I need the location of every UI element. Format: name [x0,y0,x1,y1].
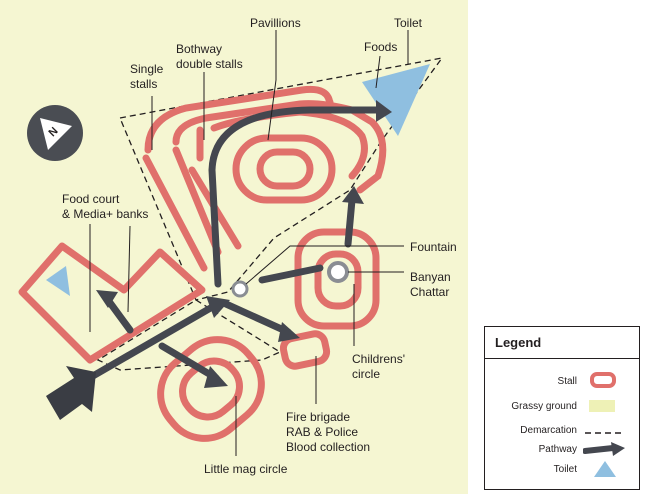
arrowhead-food-court [96,290,118,308]
arrowhead-main [206,296,230,318]
fire-brigade-stall [279,330,331,370]
pathway-to-food-court [104,296,134,334]
arrowhead-childrens [278,322,300,342]
pathway-to-childrens [222,300,292,336]
legend-label-toilet: Toilet [553,464,577,475]
label-food-court: Food court & Media+ banks [62,192,149,221]
leader-lines [89,30,409,456]
bothway-stalls-outer [172,100,387,194]
label-single-stalls: Single stalls [130,62,164,91]
grass-swatch [589,400,615,412]
pathway-arrowheads [96,100,392,388]
pathway-to-pavillions [208,106,382,288]
childrens-circle-inner [314,250,362,310]
label-banyan-chattar: Banyan Chattar [410,270,451,299]
entry-arrow-icon [46,366,96,420]
demarcation-boundary-lower [96,299,282,371]
pathway-to-banyan [258,264,324,284]
pathway-main [82,302,218,384]
banyan-chattar-icon [327,261,349,283]
compass [27,105,83,161]
childrens-circle-outer [294,228,380,330]
leader-pavillions [267,30,277,141]
label-pavillions: Pavillions [250,16,301,30]
pavillions-stall-inner [256,148,314,190]
fountain-icon [231,280,249,298]
compass-needle-icon [40,118,72,150]
arrowhead-foods [342,186,364,204]
food-court-toilet-icon [46,266,70,296]
arrowhead-pavillions [376,100,392,122]
toilet-icon [362,64,430,136]
legend-box: Legend Stall Grassy ground Demarcation P… [484,326,640,490]
label-bothway-double-stalls: Bothway double stalls [176,42,243,71]
legend-label-pathway: Pathway [538,444,577,455]
dashed-line [585,432,621,434]
pathways [82,106,382,384]
legend-label-stall: Stall [557,376,577,387]
legend-divider [485,358,639,359]
leader-foods [375,55,381,89]
label-fountain: Fountain [410,240,457,254]
legend-label-demarcation: Demarcation [520,425,577,436]
demarcation-boundary [119,57,444,301]
pavillions-stall [232,134,336,204]
arrowhead-little-mag [204,366,228,388]
label-childrens-circle: Childrens' circle [352,352,405,381]
pathway-to-foods [344,196,356,248]
little-mag-circle-inner [179,357,243,421]
label-foods: Foods [364,40,398,54]
leader-fountain [245,245,404,285]
food-court-stalls [18,242,206,364]
label-fire-brigade: Fire brigade RAB & Police Blood collecti… [286,410,371,454]
stall-icon [590,372,616,388]
triangle-icon [594,461,616,477]
label-little-mag-circle: Little mag circle [204,462,288,476]
legend-label-grassy-ground: Grassy ground [511,401,577,412]
label-toilet: Toilet [394,16,423,30]
leader-media [127,225,131,313]
pathway-to-little-mag [158,342,220,382]
arrow-icon [583,442,625,456]
legend-title: Legend [495,335,542,350]
